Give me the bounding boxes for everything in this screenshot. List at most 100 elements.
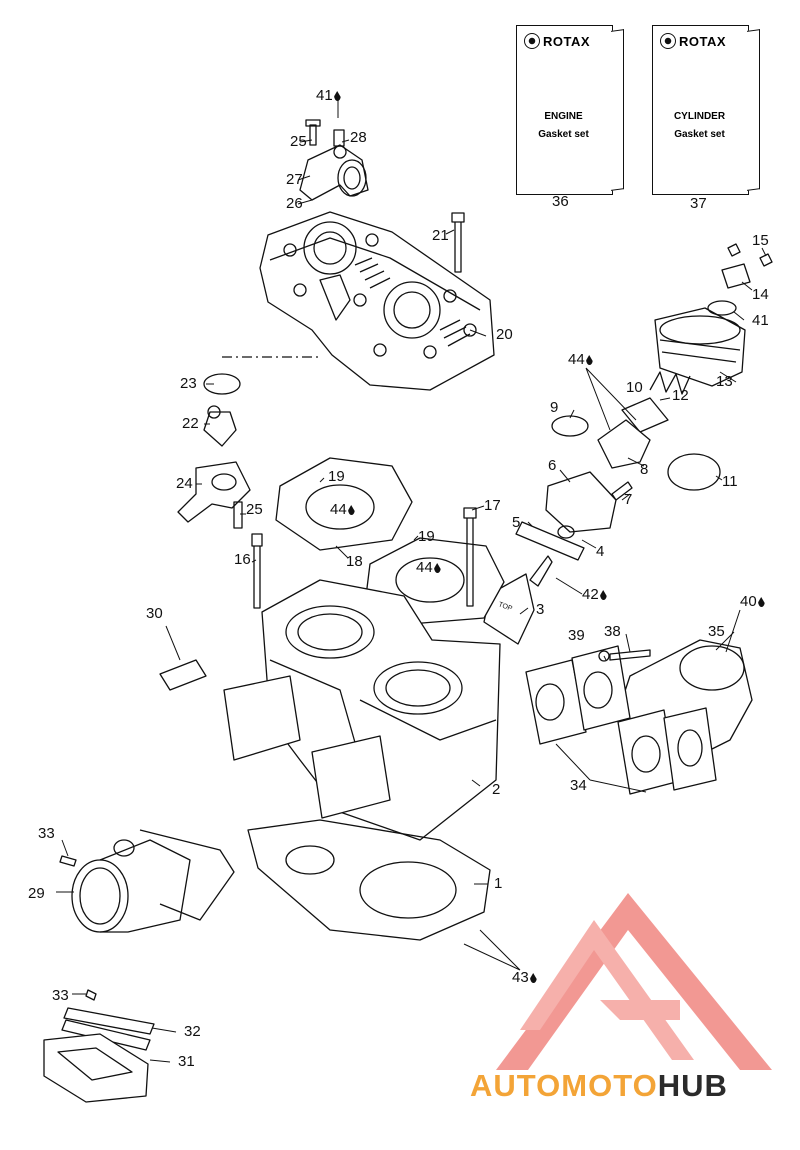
callout-41a: 41 — [316, 88, 341, 104]
callout-number: 33 — [52, 987, 69, 1004]
booklet-spine — [747, 29, 760, 191]
oil-drop-icon — [333, 91, 341, 101]
leader-lines — [56, 99, 767, 1063]
callout-number: 28 — [350, 129, 367, 146]
callout-number: 29 — [28, 885, 45, 902]
seal-4 — [557, 525, 575, 539]
callout-12: 12 — [672, 388, 689, 404]
gasket-34a — [525, 659, 587, 745]
callout-30: 30 — [146, 606, 163, 622]
callout-7: 7 — [624, 492, 632, 508]
booklet-line2: Gasket set — [674, 129, 725, 140]
callout-27: 27 — [286, 172, 303, 188]
o-ring-41 — [707, 300, 737, 316]
callout-4: 4 — [596, 544, 604, 560]
callout-5: 5 — [512, 515, 520, 531]
cylinder-gasket-set: ROTAX CYLINDER Gasket set — [652, 25, 762, 195]
callout-number: 12 — [672, 387, 689, 404]
callout-number: 3 — [536, 601, 545, 618]
callout-number: 9 — [550, 399, 559, 416]
callout-number: 38 — [604, 623, 621, 640]
callout-24: 24 — [176, 476, 193, 492]
callout-number: 7 — [624, 491, 633, 508]
valve-10 — [621, 397, 669, 433]
callout-8: 8 — [640, 462, 648, 478]
bolt-21 — [451, 212, 465, 273]
callout-19b: 19 — [418, 529, 435, 545]
callout-26: 26 — [286, 196, 303, 212]
ref-37: 37 — [690, 195, 707, 212]
callout-number: 26 — [286, 195, 303, 212]
callout-number: 44 — [568, 351, 585, 368]
oil-drop-icon — [757, 597, 765, 607]
bolt-25-top — [305, 119, 321, 146]
base-gasket — [247, 819, 491, 941]
callout-number: 23 — [180, 375, 197, 392]
callout-number: 41 — [752, 312, 769, 329]
callout-number: 14 — [752, 286, 769, 303]
gasket-5 — [515, 521, 585, 561]
screw-7 — [611, 481, 633, 501]
callout-15: 15 — [752, 233, 769, 249]
booklet-line1: CYLINDER — [673, 111, 726, 122]
callout-29: 29 — [28, 886, 45, 902]
callout-35: 35 — [708, 624, 725, 640]
callout-number: 20 — [496, 326, 513, 343]
oil-drop-icon — [529, 973, 537, 983]
callout-number: 6 — [548, 457, 557, 474]
oil-drop-icon — [347, 505, 355, 515]
callout-18: 18 — [346, 554, 363, 570]
gasket-34d — [663, 707, 717, 791]
reed-plate-32b — [61, 1019, 151, 1051]
bolt-25-left — [233, 501, 243, 529]
callout-33b: 33 — [52, 988, 69, 1004]
housing-24 — [177, 461, 251, 523]
callout-3: 3 — [536, 602, 544, 618]
booklet-cover — [652, 25, 749, 195]
callout-number: 25 — [246, 501, 263, 518]
callout-23: 23 — [180, 376, 197, 392]
bolt-33b — [85, 989, 97, 1001]
callout-2: 2 — [492, 782, 500, 798]
callout-20: 20 — [496, 327, 513, 343]
callout-number: 2 — [492, 781, 501, 798]
callout-17: 17 — [484, 498, 501, 514]
rotax-badge-icon — [660, 33, 676, 49]
thermostat-housing-right — [654, 307, 746, 387]
watermark-logo — [496, 893, 772, 1070]
callout-number: 19 — [328, 468, 345, 485]
rotax-badge-icon — [524, 33, 540, 49]
spring-12 — [649, 371, 691, 395]
callout-38: 38 — [604, 624, 621, 640]
callout-11: 11 — [722, 474, 738, 490]
callout-44a: 44 — [568, 352, 593, 368]
stud-17 — [463, 507, 477, 607]
callout-40: 40 — [740, 594, 765, 610]
callout-6: 6 — [548, 458, 556, 474]
callout-number: 24 — [176, 475, 193, 492]
callout-number: 25 — [290, 133, 307, 150]
callout-42: 42 — [582, 587, 607, 603]
callout-31: 31 — [178, 1054, 195, 1070]
callout-number: 43 — [512, 969, 529, 986]
callout-number: 32 — [184, 1023, 201, 1040]
callout-number: 40 — [740, 593, 757, 610]
clip-30 — [159, 659, 207, 691]
callout-number: 31 — [178, 1053, 195, 1070]
piston-mark: TOP — [497, 601, 513, 613]
bolt-33a — [59, 855, 77, 867]
callout-number: 44 — [416, 559, 433, 576]
plug-14 — [721, 263, 751, 289]
reed-block-31 — [43, 1033, 149, 1103]
callout-number: 34 — [570, 777, 587, 794]
oil-drop-icon — [433, 563, 441, 573]
oil-drop-icon — [599, 590, 607, 600]
engine-gasket-set: ROTAX ENGINE Gasket set — [516, 25, 626, 195]
callout-number: 33 — [38, 825, 55, 842]
callout-number: 22 — [182, 415, 199, 432]
callout-21: 21 — [432, 228, 449, 244]
callout-22: 22 — [182, 416, 199, 432]
callout-13: 13 — [716, 374, 733, 390]
